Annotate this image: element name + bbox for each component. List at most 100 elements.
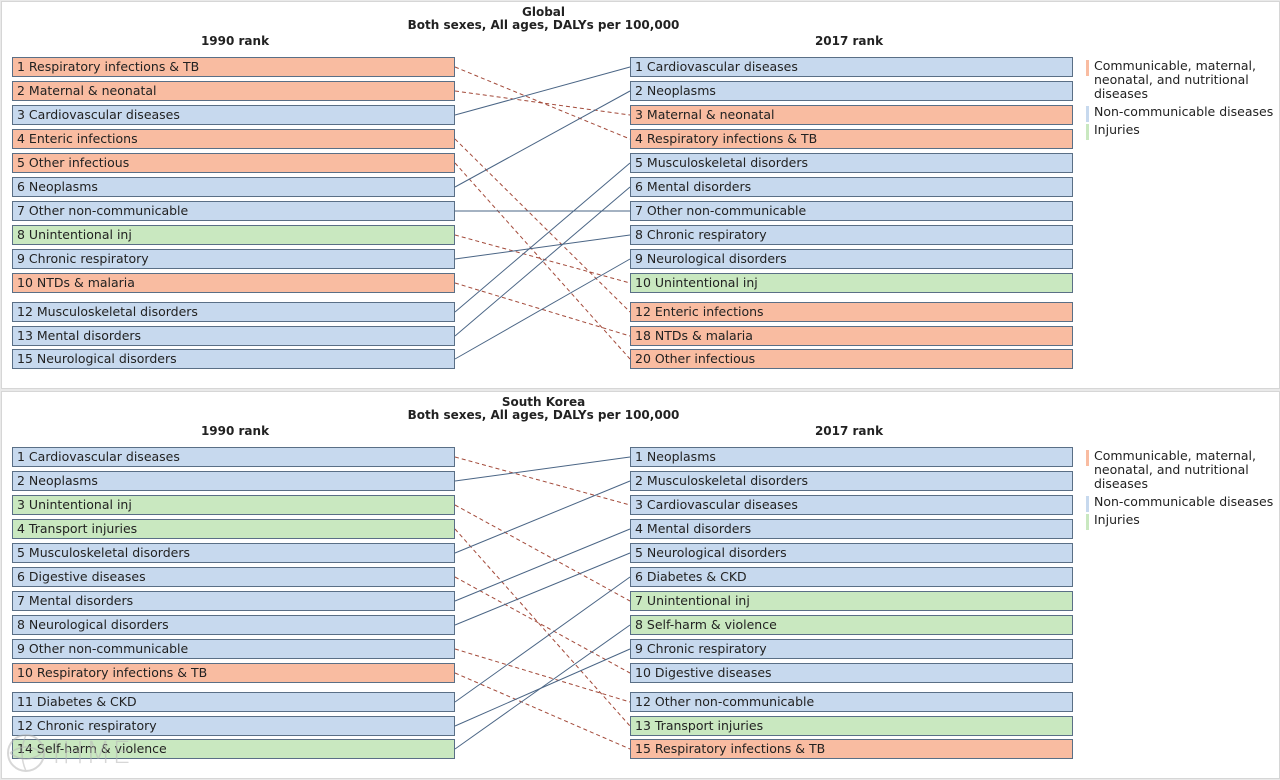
rank-change-line-1-respiratory-infections-tb: [454, 66, 631, 140]
rank-change-line-4-enteric-infections: [454, 138, 631, 313]
rank-2017-7-unintentional-inj: 7 Unintentional inj: [630, 591, 1073, 611]
rank-change-line-6-neoplasms: [454, 90, 631, 188]
rank-change-line-1-cardiovascular-diseases: [454, 456, 631, 506]
rank-2017-13-transport-injuries: 13 Transport injuries: [630, 716, 1073, 736]
legend-item: Non-communicable diseases: [1086, 105, 1276, 122]
rank-1990-6-digestive-diseases: 6 Digestive diseases: [12, 567, 455, 587]
rank-2017-9-chronic-respiratory: 9 Chronic respiratory: [630, 639, 1073, 659]
rank-1990-4-transport-injuries: 4 Transport injuries: [12, 519, 455, 539]
rank-2017-1-neoplasms: 1 Neoplasms: [630, 447, 1073, 467]
rank-2017-8-chronic-respiratory: 8 Chronic respiratory: [630, 225, 1073, 245]
left-column-header: 1990 rank: [200, 424, 270, 438]
rank-2017-3-maternal-neonatal: 3 Maternal & neonatal: [630, 105, 1073, 125]
rank-1990-2-neoplasms: 2 Neoplasms: [12, 471, 455, 491]
legend-item: Injuries: [1086, 122, 1276, 140]
rank-1990-11-diabetes-ckd: 11 Diabetes & CKD: [12, 692, 455, 712]
rank-1990-6-neoplasms: 6 Neoplasms: [12, 177, 455, 197]
panel-title-region: South Korea: [501, 395, 586, 409]
legend-item: Injuries: [1086, 512, 1276, 530]
rank-change-line-8-neurological-disorders: [454, 552, 631, 626]
rank-2017-20-other-infectious: 20 Other infectious: [630, 349, 1073, 369]
legend-swatch: [1086, 60, 1089, 76]
rank-1990-10-ntds-malaria: 10 NTDs & malaria: [12, 273, 455, 293]
rank-1990-8-unintentional-inj: 8 Unintentional inj: [12, 225, 455, 245]
rank-1990-2-maternal-neonatal: 2 Maternal & neonatal: [12, 81, 455, 101]
rank-2017-8-self-harm-violence: 8 Self-harm & violence: [630, 615, 1073, 635]
rank-change-line-10-respiratory-infections-tb: [454, 672, 631, 750]
rank-change-line-2-neoplasms: [454, 456, 631, 482]
rank-2017-6-diabetes-ckd: 6 Diabetes & CKD: [630, 567, 1073, 587]
rank-1990-7-other-non-communicable: 7 Other non-communicable: [12, 201, 455, 221]
legend-label: Injuries: [1094, 122, 1140, 137]
rank-2017-10-unintentional-inj: 10 Unintentional inj: [630, 273, 1073, 293]
legend-item: Communicable, maternal, neonatal, and nu…: [1086, 59, 1276, 101]
rank-change-line-6-digestive-diseases: [454, 576, 631, 674]
watermark-text: IHME: [52, 735, 133, 771]
rank-2017-5-neurological-disorders: 5 Neurological disorders: [630, 543, 1073, 563]
rank-1990-12-musculoskeletal-disorders: 12 Musculoskeletal disorders: [12, 302, 455, 322]
rank-change-line-3-cardiovascular-diseases: [454, 66, 631, 116]
south-korea-panel: South Korea Both sexes, All ages, DALYs …: [1, 391, 1280, 779]
legend-item: Non-communicable diseases: [1086, 494, 1276, 512]
rank-2017-12-other-non-communicable: 12 Other non-communicable: [630, 692, 1073, 712]
rank-2017-15-respiratory-infections-tb: 15 Respiratory infections & TB: [630, 739, 1073, 759]
rank-change-line-8-unintentional-inj: [454, 234, 631, 284]
rank-2017-4-mental-disorders: 4 Mental disorders: [630, 519, 1073, 539]
rank-change-line-9-other-non-communicable: [454, 648, 631, 703]
rank-change-line-3-unintentional-inj: [454, 504, 631, 602]
legend-swatch: [1086, 106, 1089, 122]
rank-1990-9-chronic-respiratory: 9 Chronic respiratory: [12, 249, 455, 269]
legend-swatch: [1086, 124, 1089, 140]
legend-label: Communicable, maternal, neonatal, and nu…: [1094, 58, 1256, 101]
rank-2017-7-other-non-communicable: 7 Other non-communicable: [630, 201, 1073, 221]
rank-1990-12-chronic-respiratory: 12 Chronic respiratory: [12, 716, 455, 736]
panel-title: Global Both sexes, All ages, DALYs per 1…: [2, 6, 1085, 32]
rank-1990-3-cardiovascular-diseases: 3 Cardiovascular diseases: [12, 105, 455, 125]
rank-change-line-14-self-harm-violence: [454, 624, 631, 750]
rank-2017-10-digestive-diseases: 10 Digestive diseases: [630, 663, 1073, 683]
rank-2017-18-ntds-malaria: 18 NTDs & malaria: [630, 326, 1073, 346]
rank-1990-8-neurological-disorders: 8 Neurological disorders: [12, 615, 455, 635]
legend-item: Communicable, maternal, neonatal, and nu…: [1086, 449, 1276, 491]
global-panel: Global Both sexes, All ages, DALYs per 1…: [1, 1, 1280, 389]
rank-1990-3-unintentional-inj: 3 Unintentional inj: [12, 495, 455, 515]
rank-2017-5-musculoskeletal-disorders: 5 Musculoskeletal disorders: [630, 153, 1073, 173]
rank-2017-4-respiratory-infections-tb: 4 Respiratory infections & TB: [630, 129, 1073, 149]
legend-label: Non-communicable diseases: [1094, 494, 1274, 509]
rank-1990-4-enteric-infections: 4 Enteric infections: [12, 129, 455, 149]
panel-title-subtitle: Both sexes, All ages, DALYs per 100,000: [407, 408, 680, 422]
rank-1990-13-mental-disorders: 13 Mental disorders: [12, 326, 455, 346]
rank-change-line-4-transport-injuries: [454, 528, 631, 727]
rank-change-line-13-mental-disorders: [454, 186, 631, 337]
rank-change-line-7-mental-disorders: [454, 528, 631, 602]
rank-2017-3-cardiovascular-diseases: 3 Cardiovascular diseases: [630, 495, 1073, 515]
panel-title-subtitle: Both sexes, All ages, DALYs per 100,000: [407, 18, 680, 32]
ihme-watermark: IHME: [6, 733, 132, 773]
legend-swatch: [1086, 514, 1089, 530]
rank-1990-5-musculoskeletal-disorders: 5 Musculoskeletal disorders: [12, 543, 455, 563]
legend: Communicable, maternal, neonatal, and nu…: [1086, 449, 1276, 531]
rank-1990-7-mental-disorders: 7 Mental disorders: [12, 591, 455, 611]
legend-swatch: [1086, 450, 1089, 466]
rank-change-line-12-musculoskeletal-disorders: [454, 162, 631, 313]
rank-change-line-15-neurological-disorders: [454, 258, 631, 360]
rank-1990-9-other-non-communicable: 9 Other non-communicable: [12, 639, 455, 659]
rank-change-line-11-diabetes-ckd: [454, 576, 631, 703]
rank-2017-6-mental-disorders: 6 Mental disorders: [630, 177, 1073, 197]
rank-change-line-2-maternal-neonatal: [454, 90, 631, 116]
panel-title-region: Global: [521, 5, 565, 19]
right-column-header: 2017 rank: [814, 424, 884, 438]
rank-2017-2-neoplasms: 2 Neoplasms: [630, 81, 1073, 101]
rank-1990-1-cardiovascular-diseases: 1 Cardiovascular diseases: [12, 447, 455, 467]
legend: Communicable, maternal, neonatal, and nu…: [1086, 59, 1276, 141]
right-column-header: 2017 rank: [814, 34, 884, 48]
rank-2017-12-enteric-infections: 12 Enteric infections: [630, 302, 1073, 322]
rank-change-line-5-other-infectious: [454, 162, 631, 360]
rank-change-line-5-musculoskeletal-disorders: [454, 480, 631, 554]
rank-change-line-12-chronic-respiratory: [454, 648, 631, 727]
legend-label: Injuries: [1094, 512, 1140, 527]
rank-change-line-9-chronic-respiratory: [454, 234, 631, 260]
rank-1990-14-self-harm-violence: 14 Self-harm & violence: [12, 739, 455, 759]
left-column-header: 1990 rank: [200, 34, 270, 48]
rank-2017-9-neurological-disorders: 9 Neurological disorders: [630, 249, 1073, 269]
